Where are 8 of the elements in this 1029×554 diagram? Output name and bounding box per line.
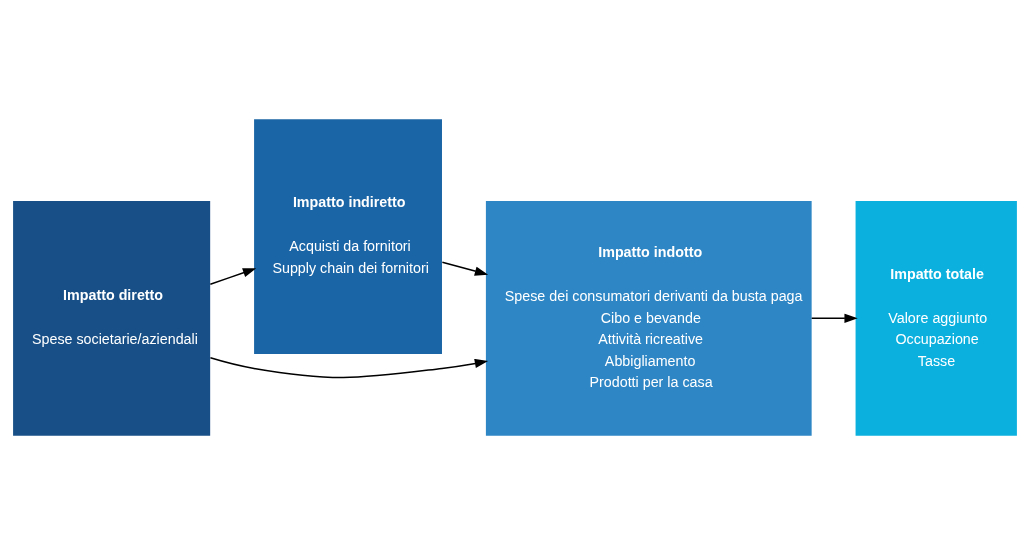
arrow [209, 267, 256, 285]
arrow [209, 356, 488, 378]
node-box: Impatto diretto Spese societarie/aziendali [12, 200, 210, 436]
node-box: Impatto totale Valore aggiunto Occupazione Tasse [855, 200, 1017, 436]
arrow [441, 260, 488, 276]
node-box: Impatto indotto Spese dei consumatori derivanti da busta paga Cibo e bevande Attività ricreative Abbigliamento Prodotti per la casa [485, 200, 812, 436]
arrow [810, 313, 858, 323]
node-box: Impatto indiretto Acquisti da fornitori Supply chain dei fornitori [253, 118, 442, 354]
